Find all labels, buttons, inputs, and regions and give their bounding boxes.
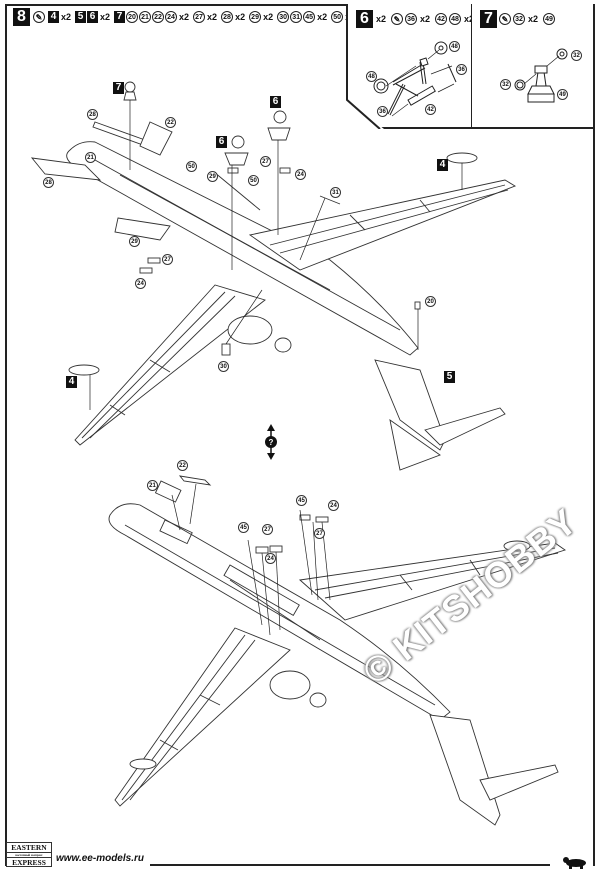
part-6-qty: x2 xyxy=(100,12,111,22)
step-6-qty: x2 xyxy=(376,14,387,24)
part-45: 45 xyxy=(303,11,316,23)
part-4-qty: x2 xyxy=(61,12,72,22)
callout-29: 29 xyxy=(207,171,218,182)
step-ref-6: 6 xyxy=(87,11,99,23)
callout-50: 50 xyxy=(186,161,197,172)
flip-icon-glyph: ? xyxy=(269,438,274,447)
landing-gear-main-drawing xyxy=(373,41,457,117)
step-ref-4: 4 xyxy=(48,11,59,23)
brand-logo: EASTERN восточный экспресс EXPRESS xyxy=(6,842,52,867)
callout-24: 24 xyxy=(265,553,276,564)
callout-45: 45 xyxy=(296,495,307,506)
callout-29: 29 xyxy=(129,236,140,247)
part-32-qty: x2 xyxy=(528,14,539,24)
mascot-icon xyxy=(563,857,586,869)
callout-31: 31 xyxy=(330,187,341,198)
website-link[interactable]: www.ee-models.ru xyxy=(56,853,144,864)
callout-20: 20 xyxy=(425,296,436,307)
part-42: 42 xyxy=(435,13,448,25)
callout-28: 28 xyxy=(43,177,54,188)
callout-28: 28 xyxy=(87,109,98,120)
brand-line-1: EASTERN xyxy=(11,843,47,852)
brand-line-2: восточный экспресс xyxy=(7,852,51,858)
callout-27: 27 xyxy=(314,528,325,539)
step-marker-5: 5 xyxy=(444,371,455,383)
callout-21: 21 xyxy=(85,152,96,163)
callout-27: 27 xyxy=(260,156,271,167)
callout-48: 48 xyxy=(449,41,460,52)
part-20: 20 xyxy=(126,11,139,23)
callout-24: 24 xyxy=(295,169,306,180)
landing-gear-nose-drawing xyxy=(514,48,568,103)
step-number-7: 7 xyxy=(480,10,497,28)
step-marker-7: 7 xyxy=(113,82,124,94)
callout-49: 49 xyxy=(557,89,568,100)
part-48-qty: x2 xyxy=(464,14,475,24)
callout-48: 48 xyxy=(366,71,377,82)
step-marker-4: 4 xyxy=(66,376,77,388)
callout-32: 32 xyxy=(500,79,511,90)
glue-icon: ✎ xyxy=(499,13,511,25)
part-28: 28 xyxy=(221,11,234,23)
part-36: 36 xyxy=(405,13,418,25)
callout-21: 21 xyxy=(147,480,158,491)
inset-corner-cut xyxy=(346,99,384,129)
callout-42: 42 xyxy=(425,104,436,115)
part-49: 49 xyxy=(543,13,556,25)
glue-icon: ✎ xyxy=(33,11,45,23)
part-24-qty: x2 xyxy=(179,12,190,22)
flip-over-icon: ? xyxy=(265,424,277,460)
sheet-border xyxy=(5,4,595,866)
callout-27: 27 xyxy=(262,524,273,535)
part-36-qty: x2 xyxy=(420,14,431,24)
callout-24: 24 xyxy=(328,500,339,511)
callout-24: 24 xyxy=(135,278,146,289)
callout-30: 30 xyxy=(218,361,229,372)
sheet-border-bottom xyxy=(150,864,550,866)
part-31: 31 xyxy=(290,11,303,23)
callout-32: 32 xyxy=(571,50,582,61)
callout-22: 22 xyxy=(165,117,176,128)
step-ref-5: 5 xyxy=(75,11,87,23)
part-30: 30 xyxy=(277,11,290,23)
callout-36: 36 xyxy=(377,106,388,117)
part-24: 24 xyxy=(165,11,178,23)
callout-45: 45 xyxy=(238,522,249,533)
step-marker-6: 6 xyxy=(270,96,281,108)
part-32: 32 xyxy=(513,13,525,25)
callout-22: 22 xyxy=(177,460,188,471)
step-ref-7: 7 xyxy=(114,11,126,23)
step-marker-4: 4 xyxy=(437,159,448,171)
part-27: 27 xyxy=(193,11,206,23)
step-marker-6: 6 xyxy=(216,136,227,148)
callout-36: 36 xyxy=(456,64,467,75)
part-45-qty: x2 xyxy=(317,12,328,22)
callout-27: 27 xyxy=(162,254,173,265)
step-number-6: 6 xyxy=(356,10,373,28)
callout-50: 50 xyxy=(248,175,259,186)
brand-line-3: EXPRESS xyxy=(12,858,46,867)
part-27-qty: x2 xyxy=(207,12,218,22)
part-50: 50 xyxy=(331,11,344,23)
step-number-8: 8 xyxy=(13,8,30,26)
glue-icon: ✎ xyxy=(391,13,404,25)
part-28-qty: x2 xyxy=(235,12,246,22)
part-22: 22 xyxy=(152,11,165,23)
part-21: 21 xyxy=(139,11,152,23)
part-48: 48 xyxy=(449,13,462,25)
part-29: 29 xyxy=(249,11,262,23)
part-29-qty: x2 xyxy=(263,12,274,22)
